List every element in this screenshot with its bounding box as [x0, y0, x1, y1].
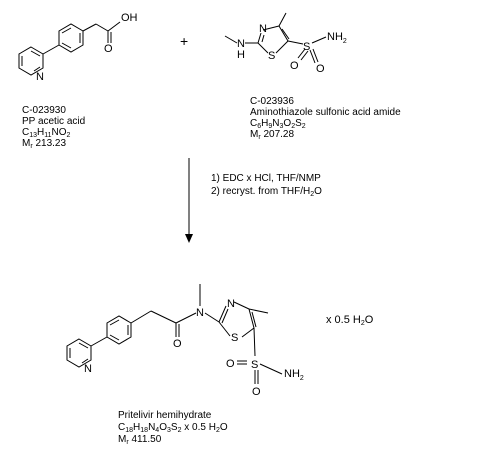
- reactant2-atom-s: S: [303, 41, 310, 53]
- product-atom-n-py: N: [84, 363, 92, 375]
- product-structure: [66, 284, 283, 384]
- product-name: Pritelivir hemihydrate: [118, 410, 212, 421]
- reactant2-atom-o1: O: [290, 60, 299, 72]
- reactant1-name: PP acetic acid: [22, 116, 85, 127]
- reactant1-atom-o: O: [104, 43, 113, 55]
- reactant2-atom-o2: O: [316, 63, 325, 75]
- product-atom-s-ring: S: [231, 332, 238, 344]
- product-hydrate-label: x 0.5 H2O: [326, 314, 374, 327]
- product-mw: Mr 411.50: [118, 434, 162, 446]
- product-atom-o2: O: [252, 386, 261, 398]
- reactant2-name: Aminothiazole sulfonic acid amide: [250, 107, 401, 118]
- reactant1-mw: Mr 213.23: [22, 138, 66, 150]
- reaction-arrow: [185, 158, 193, 243]
- plus-sign: +: [180, 33, 188, 49]
- product-atom-nh2: NH2: [284, 368, 304, 382]
- reactant1-structure: [18, 21, 121, 76]
- reactant2-code: C-023936: [250, 96, 294, 107]
- condition-step1: 1) EDC x HCl, THF/NMP: [211, 173, 321, 184]
- reactant2-atom-nh2: NH2: [327, 31, 347, 45]
- reactant2-formula: C6H9N3O2S2: [250, 118, 306, 130]
- reactant2-atom-n-ring: N: [259, 23, 267, 35]
- reactant1-atom-n: N: [36, 71, 44, 83]
- product-atom-o: O: [173, 338, 182, 350]
- reactant1-formula: C13H11NO2: [22, 127, 71, 139]
- condition-step2: 2) recryst. from THF/H2O: [211, 186, 322, 198]
- reactant1-code: C-023930: [22, 105, 66, 116]
- reactant2-atom-h: H: [237, 49, 245, 61]
- product-atom-s: S: [251, 359, 258, 371]
- product-atom-n-ring: N: [227, 298, 235, 310]
- product-atom-o1: O: [226, 358, 235, 370]
- reactant2-atom-n: N: [237, 38, 245, 50]
- reactant2-atom-s-ring: S: [268, 50, 275, 62]
- product-formula: C18H18N4O3S2 x 0.5 H2O: [118, 422, 228, 434]
- reactant2-mw: Mr 207.28: [250, 129, 294, 141]
- product-atom-n-amide: N: [196, 307, 204, 319]
- reactant2-structure: [224, 12, 327, 64]
- reactant1-atom-oh: OH: [121, 12, 138, 24]
